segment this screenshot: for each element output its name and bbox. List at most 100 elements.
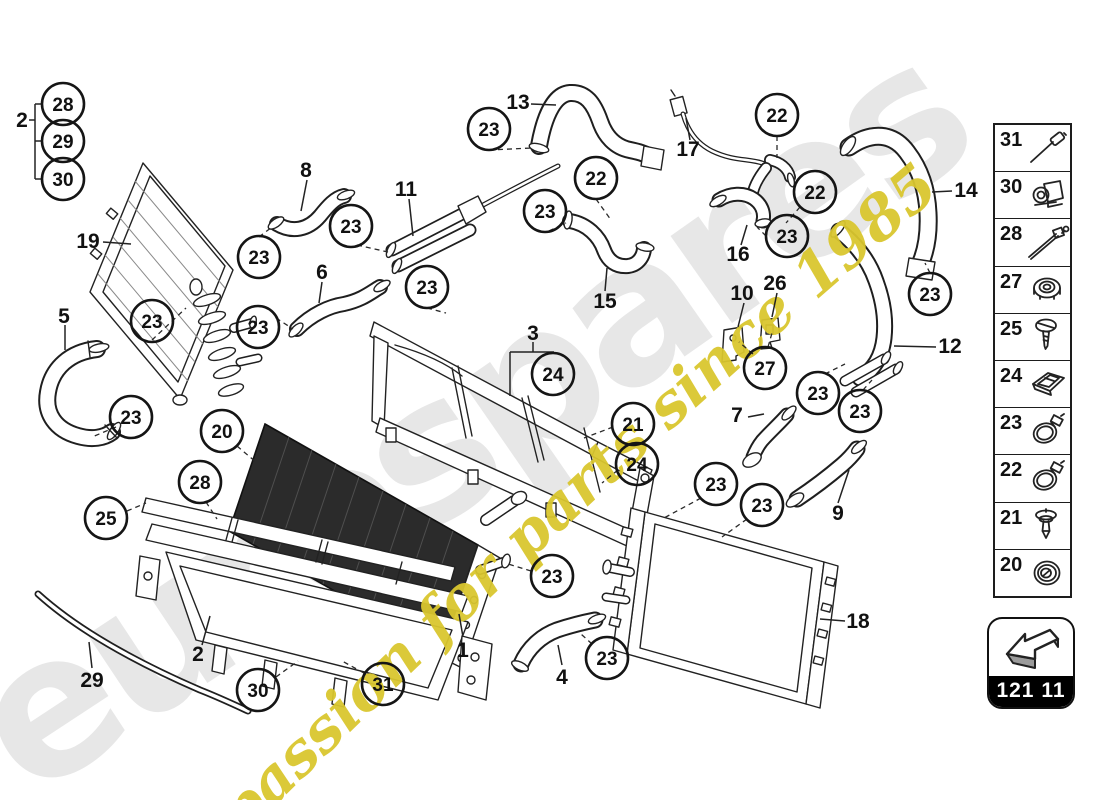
part-label-12[interactable]: 12 xyxy=(938,335,961,358)
callout-23[interactable]: 23 xyxy=(236,234,282,280)
callout-23[interactable]: 23 xyxy=(584,635,630,681)
callout-30[interactable]: 30 xyxy=(235,667,281,713)
callout-28[interactable]: 28 xyxy=(40,81,86,127)
push-rivet-icon xyxy=(1026,505,1070,552)
callout-number: 23 xyxy=(416,278,437,299)
part-label-16[interactable]: 16 xyxy=(726,243,749,266)
leader-line xyxy=(275,660,299,678)
callout-23[interactable]: 23 xyxy=(529,553,575,599)
callout-22[interactable]: 22 xyxy=(792,169,838,215)
sidebar-item-23[interactable]: 23 xyxy=(995,408,1070,456)
callout-24[interactable]: 24 xyxy=(614,441,660,487)
part-label-8[interactable]: 8 xyxy=(300,159,312,182)
callout-28[interactable]: 28 xyxy=(177,459,223,505)
callout-23[interactable]: 23 xyxy=(907,271,953,317)
part-label-13[interactable]: 13 xyxy=(506,91,529,114)
callout-number: 23 xyxy=(807,384,828,405)
callout-number: 22 xyxy=(766,106,787,127)
part-label-15[interactable]: 15 xyxy=(593,290,617,313)
part-hose-7 xyxy=(742,405,797,468)
sidebar-item-25[interactable]: 25 xyxy=(995,313,1070,361)
callout-20[interactable]: 20 xyxy=(199,408,245,454)
callout-29[interactable]: 29 xyxy=(40,118,86,164)
part-pipe-11 xyxy=(385,163,561,275)
callout-23[interactable]: 23 xyxy=(108,394,154,440)
callout-27[interactable]: 27 xyxy=(742,345,788,391)
part-label-26[interactable]: 26 xyxy=(763,272,786,295)
part-label-14[interactable]: 14 xyxy=(954,179,978,202)
callout-23[interactable]: 23 xyxy=(466,106,512,152)
sidebar-item-number: 21 xyxy=(1000,506,1023,529)
callout-23[interactable]: 23 xyxy=(795,370,841,416)
callout-25[interactable]: 25 xyxy=(83,495,129,541)
callout-number: 23 xyxy=(248,248,269,269)
sidebar-item-30[interactable]: 30 xyxy=(995,172,1070,220)
callout-number: 20 xyxy=(211,422,232,443)
leader-line xyxy=(507,563,532,572)
part-label-3[interactable]: 3 xyxy=(527,322,539,345)
sidebar-item-24[interactable]: 24 xyxy=(995,360,1070,409)
sidebar-item-27[interactable]: 27 xyxy=(995,266,1070,316)
part-label-1[interactable]: 1 xyxy=(457,639,469,662)
label-tick-line xyxy=(837,469,850,504)
part-label-29[interactable]: 29 xyxy=(80,669,103,692)
part-label-2[interactable]: 2 xyxy=(16,109,28,132)
part-label-10[interactable]: 10 xyxy=(730,282,753,305)
callout-number: 23 xyxy=(120,408,141,429)
callout-number: 23 xyxy=(849,402,870,423)
callout-23[interactable]: 23 xyxy=(328,203,374,249)
part-label-17[interactable]: 17 xyxy=(676,138,699,161)
label-tick-line xyxy=(737,302,745,328)
callout-24[interactable]: 24 xyxy=(530,351,576,397)
callout-number: 22 xyxy=(804,183,825,204)
part-label-5[interactable]: 5 xyxy=(58,305,70,328)
part-label-11[interactable]: 11 xyxy=(395,178,418,201)
sidebar-item-20[interactable]: 20 xyxy=(995,549,1070,596)
part-label-19[interactable]: 19 xyxy=(76,230,99,253)
callout-number: 30 xyxy=(52,170,73,191)
callout-21[interactable]: 21 xyxy=(610,401,656,447)
part-label-7[interactable]: 7 xyxy=(731,404,743,427)
label-tick-line xyxy=(102,241,132,245)
part-label-18[interactable]: 18 xyxy=(846,610,870,633)
callout-23[interactable]: 23 xyxy=(837,388,883,434)
flange-nut-icon xyxy=(1026,269,1070,316)
label-tick-line xyxy=(557,644,563,666)
sidebar-item-21[interactable]: 21 xyxy=(995,502,1070,552)
callout-number: 31 xyxy=(372,675,394,696)
callout-23[interactable]: 23 xyxy=(522,188,568,234)
callout-23[interactable]: 23 xyxy=(235,304,281,350)
callout-number: 29 xyxy=(52,132,73,153)
callout-number: 23 xyxy=(919,285,940,306)
part-label-4[interactable]: 4 xyxy=(556,666,568,689)
sidebar-item-22[interactable]: 22 xyxy=(995,455,1070,504)
callout-31[interactable]: 31 xyxy=(360,661,406,707)
label-tick-line xyxy=(300,179,308,212)
sidebar-item-number: 24 xyxy=(1000,364,1023,387)
direction-arrow-icon xyxy=(989,619,1073,676)
part-group-code-box: 121 11 xyxy=(987,617,1075,709)
callout-number: 21 xyxy=(622,415,644,436)
part-label-9[interactable]: 9 xyxy=(832,502,844,525)
sidebar-item-31[interactable]: 31 xyxy=(995,125,1070,173)
part-label-6[interactable]: 6 xyxy=(316,261,328,284)
leader-line xyxy=(236,445,258,464)
hose-clamp-icon xyxy=(1026,457,1070,504)
leader-line xyxy=(341,660,365,674)
callout-23[interactable]: 23 xyxy=(739,482,785,528)
callout-23[interactable]: 23 xyxy=(129,298,175,344)
label-tick-line xyxy=(893,345,937,348)
callout-30[interactable]: 30 xyxy=(40,156,86,202)
part-seal-strip-29 xyxy=(34,590,252,715)
callout-number: 28 xyxy=(189,473,210,494)
callout-23[interactable]: 23 xyxy=(693,461,739,507)
callout-23[interactable]: 23 xyxy=(764,213,810,259)
callout-22[interactable]: 22 xyxy=(573,155,619,201)
part-label-2[interactable]: 2 xyxy=(192,643,204,666)
sidebar-item-28[interactable]: 28 xyxy=(995,219,1070,267)
callout-22[interactable]: 22 xyxy=(754,92,800,138)
label-tick-line xyxy=(530,103,557,106)
callout-number: 27 xyxy=(754,359,775,380)
callout-23[interactable]: 23 xyxy=(404,264,450,310)
